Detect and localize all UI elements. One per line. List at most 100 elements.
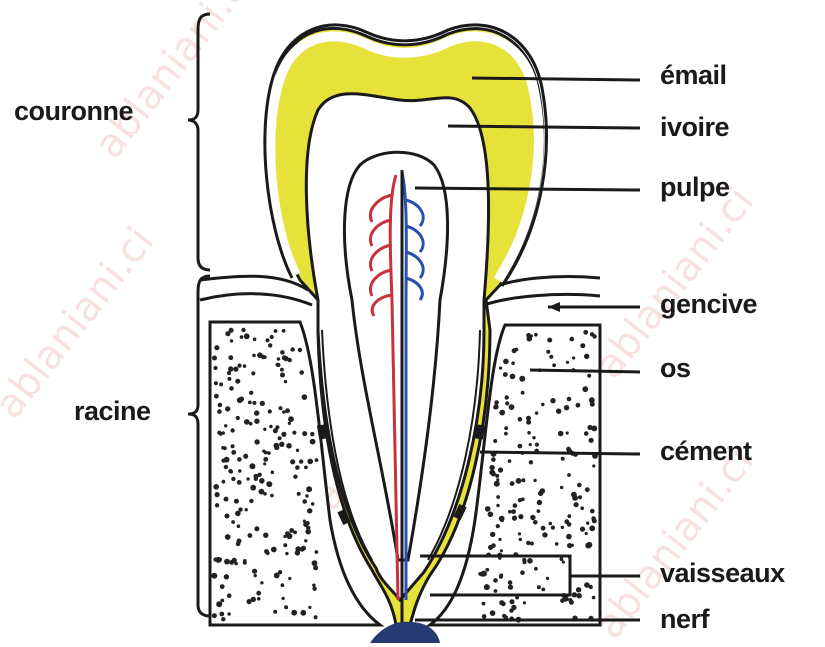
- bone-dot: [228, 355, 233, 360]
- bone-dot: [572, 356, 575, 359]
- bone-dot: [274, 329, 278, 333]
- bone-dot: [533, 479, 536, 482]
- bone-dot: [493, 405, 498, 410]
- bone-dot: [546, 350, 550, 354]
- bone-dot: [269, 425, 273, 429]
- bone-dot: [512, 348, 517, 353]
- bone-dot: [504, 432, 508, 436]
- bone-dot: [224, 424, 227, 427]
- bone-dot: [580, 506, 584, 510]
- bone-dot: [496, 495, 500, 499]
- bone-dot: [233, 367, 238, 372]
- bone-dot: [556, 409, 561, 414]
- bone-dot: [485, 506, 491, 512]
- bone-dot: [257, 597, 261, 601]
- label-cement: cément: [660, 436, 752, 467]
- bone-dot: [214, 381, 218, 385]
- bone-dot: [529, 443, 532, 446]
- bone-dot: [302, 431, 307, 436]
- bone-dot: [567, 397, 572, 402]
- bone-dot: [313, 565, 318, 570]
- bone-dot: [493, 578, 498, 583]
- bone-dot: [254, 410, 259, 415]
- bone-dot: [248, 401, 252, 405]
- bone-dot: [285, 408, 290, 413]
- bone-dot: [533, 520, 538, 525]
- bone-dot: [500, 549, 503, 552]
- bone-dot: [511, 361, 515, 365]
- bone-dot: [282, 410, 286, 414]
- bone-dot: [508, 459, 512, 463]
- bone-dot: [253, 338, 257, 342]
- bone-dot: [586, 521, 589, 524]
- bone-dot: [580, 343, 585, 348]
- label-ivoire: ivoire: [660, 112, 729, 143]
- bone-dot: [504, 426, 508, 430]
- bone-dot: [302, 499, 307, 504]
- bone-dot: [213, 484, 219, 490]
- bone-dot: [214, 345, 219, 350]
- bone-dot: [567, 473, 571, 477]
- bone-dot: [281, 432, 286, 437]
- bone-dot: [592, 596, 596, 600]
- bone-dot: [503, 372, 508, 377]
- bone-dot: [235, 379, 240, 384]
- bone-dot: [484, 584, 490, 590]
- bone-dot: [281, 597, 284, 600]
- bone-dot: [299, 459, 303, 463]
- bone-dot: [583, 330, 588, 335]
- bone-dot: [263, 533, 268, 538]
- label-racine: racine: [74, 396, 151, 427]
- bone-dot: [566, 534, 572, 540]
- bone-dot: [286, 443, 292, 449]
- bone-dot: [264, 451, 268, 455]
- bone-dot: [218, 558, 222, 562]
- bone-dot: [592, 464, 595, 467]
- bone-dot: [530, 515, 535, 520]
- bone-dot: [230, 339, 233, 342]
- bone-dot: [224, 465, 228, 469]
- bone-dot: [513, 503, 518, 508]
- bone-dot: [521, 497, 525, 501]
- bone-dot: [263, 462, 266, 465]
- bone-dot: [231, 450, 236, 455]
- label-pulpe: pulpe: [660, 172, 730, 203]
- bone-dot: [312, 560, 318, 566]
- bone-dot: [489, 465, 494, 470]
- bone-dot: [521, 478, 525, 482]
- bone-dot: [589, 525, 595, 531]
- bone-dot: [505, 401, 509, 405]
- bone-dot: [227, 593, 232, 598]
- bone-dot: [224, 497, 229, 502]
- bone-dot: [508, 585, 513, 590]
- bone-dot: [300, 610, 306, 616]
- bone-dot: [550, 398, 555, 403]
- bone-dot: [571, 544, 574, 547]
- bone-dot: [561, 526, 564, 529]
- bone-dot: [574, 502, 579, 507]
- bone-dot: [496, 524, 500, 528]
- bone-dot: [500, 518, 504, 522]
- bone-dot: [256, 591, 261, 596]
- bone-dot: [305, 494, 308, 497]
- bone-dot: [280, 373, 285, 378]
- bone-dot: [570, 337, 575, 342]
- bone-dot: [302, 394, 308, 400]
- bone-dot: [251, 597, 256, 602]
- bone-dot: [246, 477, 249, 480]
- bone-dot: [250, 485, 256, 491]
- bone-dot: [241, 328, 245, 332]
- bone-dot: [584, 431, 589, 436]
- bone-dot: [280, 350, 285, 355]
- bone-dot: [254, 574, 257, 577]
- bone-dot: [538, 491, 543, 496]
- bone-dot: [284, 605, 288, 609]
- label-os: os: [660, 353, 691, 384]
- bone-dot: [547, 338, 552, 343]
- bone-dot: [310, 439, 316, 445]
- bone-dot: [312, 587, 316, 591]
- bone-dot: [555, 542, 559, 546]
- label-gencive: gencive: [660, 289, 757, 320]
- bone-dot: [590, 509, 595, 514]
- bone-dot: [295, 550, 300, 555]
